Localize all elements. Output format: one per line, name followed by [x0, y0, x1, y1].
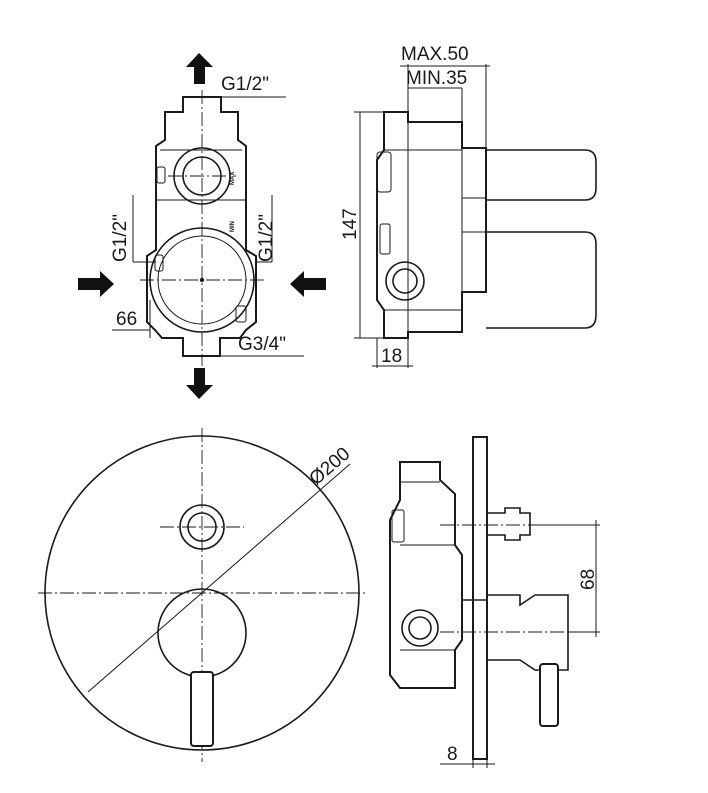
label-outlet-top: G1/2" — [221, 74, 269, 95]
label-plate-thickness: 8 — [447, 744, 458, 765]
label-depth-18: 18 — [381, 346, 402, 367]
dimension-lines-side: MAX.50 MIN.35 147 18 — [340, 44, 490, 368]
label-offset-66: 66 — [116, 309, 137, 330]
mixer-body-side — [487, 594, 569, 671]
mixer-lever — [190, 671, 214, 747]
max-mark: MAX — [230, 172, 236, 185]
dimension-lines-plate: 68 8 — [440, 520, 600, 768]
min-mark: MIN — [230, 221, 236, 232]
label-side-left: G1/2" — [110, 214, 131, 262]
side-port-inner — [392, 268, 418, 294]
arrow-down-icon — [186, 368, 213, 399]
side-port-outer — [385, 261, 425, 301]
valve-front-view: MAX MIN — [140, 90, 264, 366]
body-port-outer — [401, 609, 439, 647]
arrow-left-icon — [290, 271, 326, 297]
label-inlet-bottom: G3/4" — [238, 334, 286, 355]
label-max-depth: MAX.50 — [401, 44, 469, 65]
label-height-147: 147 — [340, 208, 361, 240]
label-side-right: G1/2" — [256, 214, 277, 262]
mixer-lever-side — [539, 663, 559, 727]
dimension-lines-front: G1/2" G1/2" G1/2" 66 G3/4" — [110, 74, 304, 357]
diverter-stem — [486, 507, 531, 541]
valve-side-view — [376, 111, 597, 339]
arrow-up-icon — [186, 53, 213, 84]
plate-front-view: Ø200 — [38, 428, 366, 762]
plate-side-view — [389, 436, 598, 760]
label-min-depth: MIN.35 — [406, 68, 467, 89]
label-spacing-68: 68 — [578, 569, 599, 590]
body-port-inner — [408, 616, 432, 640]
arrow-right-icon — [78, 271, 114, 297]
cover-plate-side — [472, 436, 488, 760]
diverter-knob-outer — [179, 504, 225, 550]
diverter-knob-inner — [187, 512, 217, 542]
